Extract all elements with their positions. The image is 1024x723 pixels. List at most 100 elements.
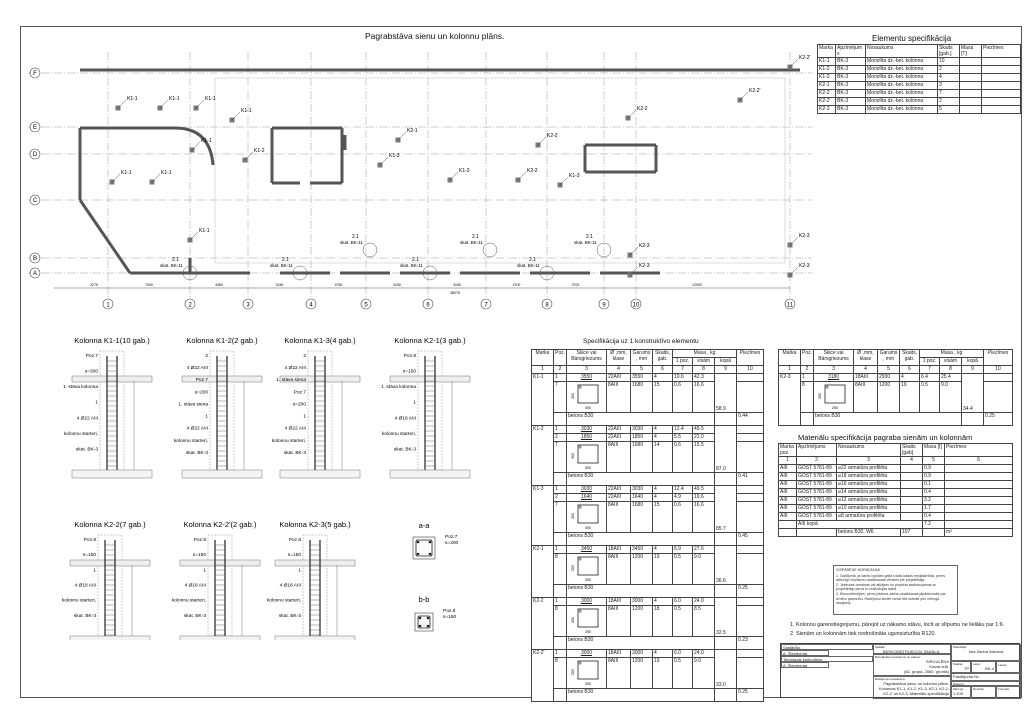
section-ref: skat. BK-11: [517, 263, 540, 268]
column-header: Piezīmes: [736, 349, 765, 366]
column-number: 5: [877, 365, 900, 374]
table-cell: [944, 480, 1013, 489]
total-mass-cell: 85.7: [713, 485, 738, 533]
table-cell: 6.9: [672, 545, 693, 554]
column-number: 7: [672, 365, 693, 374]
leader-line: [627, 109, 637, 119]
column-number: 8: [939, 365, 962, 374]
table-cell: [900, 488, 923, 497]
rebar-dot: [426, 616, 430, 620]
axis-bubble: [541, 298, 553, 310]
column-number: 5: [922, 456, 945, 465]
table-cell: Monolīta dz.-bet. kolonna: [865, 81, 938, 90]
table-cell: GOST 5781-89: [796, 488, 837, 497]
table-cell: [736, 597, 765, 606]
marka-cell: K2-2: [531, 597, 554, 650]
position-cell: 8: [553, 553, 567, 585]
sketch-cell: 1850: [566, 433, 607, 442]
table-cell: [736, 441, 765, 473]
section-label: kolonnu starteri,: [62, 598, 96, 604]
table-cell: [713, 688, 738, 702]
table-cell: [983, 381, 1014, 413]
column-header: Masa [t]: [922, 443, 945, 457]
section-ref: skat. BK-11: [574, 240, 597, 245]
column-tag: K2-2: [547, 133, 558, 139]
table-cell: [981, 89, 1021, 98]
table-cell: 3: [937, 81, 960, 90]
section-ref: skat. BK-11: [270, 263, 293, 268]
column-number: 10: [736, 365, 765, 374]
section-tag: 2.1: [172, 257, 179, 263]
table-cell: 6.0: [672, 649, 693, 658]
foundation: [181, 469, 263, 479]
column-header: visām: [939, 357, 962, 366]
section-label: 4 Ø18 AIII: [280, 583, 301, 589]
table-cell: ⌀16 armatūra profilēta: [836, 480, 901, 489]
column-header: Skice vai Bārsgriezums: [566, 349, 607, 366]
column-number: 3: [566, 365, 607, 374]
section-label: 1: [303, 414, 306, 420]
sketch-cell: 3000: [566, 597, 607, 606]
concrete-cell: betons B30: [566, 532, 715, 546]
table-cell: 22AIII: [606, 433, 631, 442]
section-title: a-a: [419, 521, 431, 530]
section-label: kolonnu starteri,: [174, 438, 208, 444]
section-label: 4 Ø18 AIII: [185, 583, 206, 589]
table-cell: 22AIII: [606, 425, 631, 434]
table-cell: [736, 381, 765, 413]
section-callout: [596, 242, 612, 258]
designer: Inta Zariņa Vainova: [968, 649, 1004, 654]
total-mass-cell: 34.4: [960, 373, 985, 413]
table-cell: 18AIII: [606, 545, 631, 554]
section-label: skat. BK-3: [76, 446, 98, 452]
table-cell: 4: [652, 649, 673, 658]
section-label: Poz.7: [86, 353, 99, 359]
table-cell: BK-3: [835, 73, 866, 82]
position-cell: 1: [553, 485, 567, 494]
column-number: 3: [813, 365, 854, 374]
axis-bubble: [360, 298, 372, 310]
table-cell: 1200: [877, 381, 900, 413]
column-number: 2: [553, 365, 567, 374]
table-cell: BK-3: [835, 89, 866, 98]
column-outline: [209, 350, 235, 471]
column-header: Skaits [gab.]: [937, 44, 960, 58]
table-cell: 4: [652, 433, 673, 442]
object-label: Būvobjekta nosaukums un adrese:: [875, 655, 922, 659]
column-tag: K1-3: [389, 153, 400, 159]
table-cell: 22AIII: [606, 373, 631, 382]
total-dimension: 38075: [450, 291, 460, 295]
column-tag: K2-3: [639, 263, 650, 269]
section-label: Poz.8: [84, 537, 97, 543]
section-label: 4 Ø22 AIII: [285, 426, 306, 432]
table-cell: 3030: [630, 485, 653, 494]
section-label: Poz.8: [404, 353, 417, 359]
revision-label: Revīzija:: [971, 686, 996, 699]
column-tag: K1-3: [459, 168, 470, 174]
title-block: Sastādīja: A. Šteinberga Tehniskais kont…: [780, 643, 1021, 699]
table-cell: [736, 501, 765, 533]
table-cell: Monolīta dz.-bet. kolonna: [865, 65, 938, 74]
general-note-1: 1. Kolonnu garenstiegrojumu, pārejot uz …: [790, 622, 1005, 628]
table-cell: 4: [652, 373, 673, 382]
section-label: 1. stāva kolonna: [63, 384, 98, 390]
column-number: 4: [606, 365, 631, 374]
column-number: 6: [899, 365, 920, 374]
sketch-dim: 250: [571, 617, 575, 623]
column-number: 10: [983, 365, 1014, 374]
position-cell: 2: [553, 493, 567, 502]
section-tag: 2.1: [352, 234, 359, 240]
table-cell: 8AIII: [606, 441, 631, 473]
leader-line: [117, 99, 127, 109]
leader-line: [195, 99, 205, 109]
table-cell: ⌀12 armatūra profilēta: [836, 496, 901, 505]
axis-label: 8: [545, 303, 549, 309]
designer-label: Pasūtītājs:: [953, 645, 968, 649]
table-cell: 4: [652, 597, 673, 606]
marka-cell: K1-2: [531, 425, 554, 486]
table-cell: 27.6: [692, 545, 715, 554]
